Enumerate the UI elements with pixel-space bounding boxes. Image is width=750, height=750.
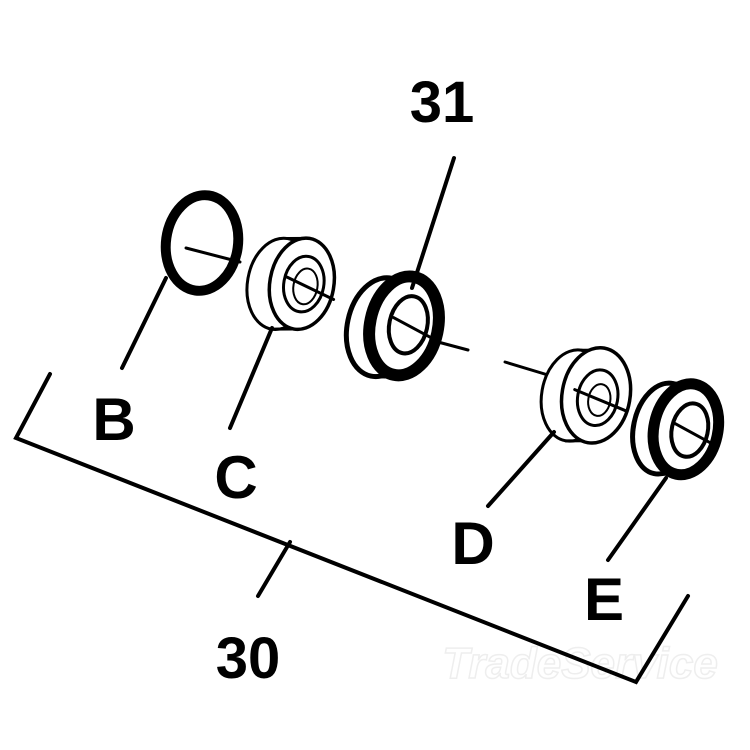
part-31-seal (343, 270, 445, 382)
label-d: D (451, 510, 494, 577)
label-e: E (584, 566, 624, 633)
label-c: C (214, 444, 257, 511)
label-b: B (92, 386, 135, 453)
leader-e (606, 476, 668, 562)
leader-d (486, 430, 556, 508)
part-e-ring (630, 378, 725, 481)
part-c-washer (245, 236, 337, 332)
part-d-washer (539, 346, 633, 445)
part-b-o-ring (160, 190, 244, 296)
leader-b (120, 276, 168, 370)
label-31: 31 (410, 70, 475, 135)
leader-30 (256, 540, 292, 598)
assembly-bracket (13, 372, 690, 685)
leader-c (228, 326, 274, 430)
watermark-text: TradeService (442, 639, 718, 688)
leader-31 (410, 156, 456, 290)
leader-lines (120, 156, 668, 598)
label-30: 30 (216, 626, 281, 691)
